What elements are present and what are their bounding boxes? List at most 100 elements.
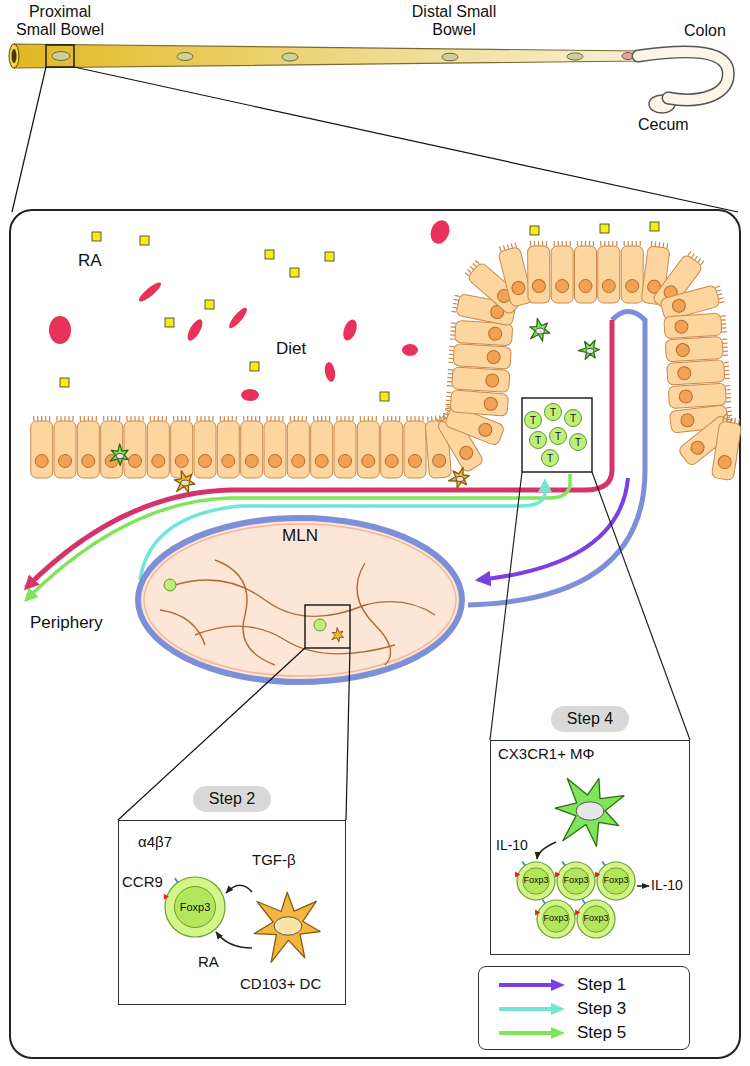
- cell-nucleus: [82, 455, 95, 468]
- label-text: Colon: [684, 22, 726, 40]
- microvilli: [688, 251, 704, 265]
- cell-nucleus: [626, 280, 639, 293]
- cell-label: T: [535, 435, 541, 446]
- cell-nucleus: [199, 455, 212, 468]
- ra-particle: [380, 392, 389, 401]
- cell-membrane: [537, 900, 575, 938]
- legend-head: [551, 1003, 565, 1015]
- microvilli: [447, 370, 453, 386]
- label-text: IL-10: [496, 838, 528, 853]
- legend-swatch: [497, 978, 567, 992]
- peyers-patch: [177, 53, 193, 61]
- t-cell: T: [569, 433, 587, 451]
- cell-nucleus: [487, 350, 501, 364]
- label-text: CCR9: [122, 874, 163, 891]
- cell-nucleus: [536, 328, 545, 334]
- cell-nucleus: [484, 397, 498, 411]
- cell-nucleus: [175, 455, 188, 468]
- microvilli: [722, 339, 728, 355]
- legend-head: [551, 1027, 565, 1039]
- cell-body: [528, 246, 550, 303]
- signal-arrow: [637, 885, 649, 887]
- cell-label: Foxp3: [180, 901, 211, 913]
- cell-membrane: [577, 900, 615, 938]
- epithelial-cell: [575, 241, 597, 303]
- microvilli: [197, 416, 213, 421]
- cell-label: T: [575, 437, 581, 448]
- epithelial-cell: [668, 383, 731, 409]
- cell-body: [147, 421, 169, 478]
- cell-nucleus: [35, 455, 48, 468]
- label-text: RA: [198, 954, 219, 971]
- cell-label: T: [550, 407, 556, 418]
- microvilli: [57, 416, 73, 421]
- cell-nucleus: [362, 455, 375, 468]
- label-text: IL-10: [651, 878, 683, 893]
- cell-nucleus: [680, 413, 694, 427]
- cell-nucleus: [671, 298, 687, 314]
- cell-nucleus: [477, 421, 494, 438]
- zoom-lines: [12, 67, 738, 212]
- cell-nucleus: [579, 280, 592, 293]
- retinoic-acid-particles: [60, 222, 659, 401]
- cell-nucleus: [245, 455, 258, 468]
- cell-body: [287, 421, 309, 478]
- cell-membrane: [550, 428, 567, 445]
- cell-body: [194, 421, 216, 478]
- cell-nucleus: [409, 455, 422, 468]
- ra-particle: [650, 222, 659, 231]
- cell-body: [311, 421, 333, 478]
- epithelial-cell: [445, 389, 509, 416]
- legend-text: Step 3: [577, 1000, 626, 1019]
- epithelial-cell: [31, 416, 53, 478]
- microvilli: [174, 416, 190, 421]
- label-text: Distal Small Bowel: [408, 3, 500, 38]
- cell-body: [124, 421, 146, 478]
- cell-nucleus: [603, 868, 629, 894]
- cell-nucleus: [292, 455, 305, 468]
- legend-line: [499, 1031, 553, 1035]
- cell-label: Foxp3: [583, 914, 608, 924]
- signal-arrow: [226, 885, 252, 893]
- ra-particle: [530, 226, 539, 235]
- ra-particle: [600, 224, 609, 233]
- t-cell: T: [529, 431, 547, 449]
- small-bowel-tube: [14, 44, 640, 68]
- epithelial-cell: [194, 416, 216, 478]
- epithelial-cell: [334, 416, 356, 478]
- cell-membrane: [570, 434, 587, 451]
- cell-body: [450, 390, 509, 416]
- diet-particle: [185, 317, 206, 343]
- dendritic-cell: [449, 467, 470, 488]
- cell-label: T: [555, 431, 561, 442]
- cell-nucleus: [116, 453, 124, 458]
- immune-cells: [110, 318, 624, 962]
- ccr9-receptor: [555, 872, 560, 878]
- cell-nucleus: [222, 455, 235, 468]
- epithelial-cell: [447, 367, 510, 393]
- microvilli: [450, 323, 456, 339]
- integrin-receptor: [602, 861, 605, 865]
- cell-body: [54, 421, 76, 478]
- cell-nucleus: [717, 455, 732, 470]
- ra-particle: [290, 268, 299, 277]
- treg-cell: Foxp3: [536, 899, 576, 939]
- epithelial-cell: [264, 416, 286, 478]
- epithelial-cell: [664, 313, 727, 339]
- cell-nucleus: [576, 802, 604, 820]
- t-cell: [164, 579, 176, 591]
- cell-nucleus: [676, 343, 690, 357]
- step1-arrow: [478, 478, 628, 580]
- cell-body: [217, 421, 239, 478]
- legend-row: Step 5: [497, 1021, 689, 1045]
- cell-membrane: [525, 412, 542, 429]
- cell-nucleus: [175, 887, 216, 928]
- cell-label: T: [547, 453, 553, 464]
- ra-particle: [250, 362, 259, 371]
- epithelial-cell: [551, 241, 573, 303]
- ra-particle: [92, 232, 101, 241]
- legend-head: [551, 979, 565, 991]
- cell-membrane: [557, 862, 595, 900]
- treg-cell: Foxp3: [556, 861, 596, 901]
- epithelial-cell: [171, 416, 193, 478]
